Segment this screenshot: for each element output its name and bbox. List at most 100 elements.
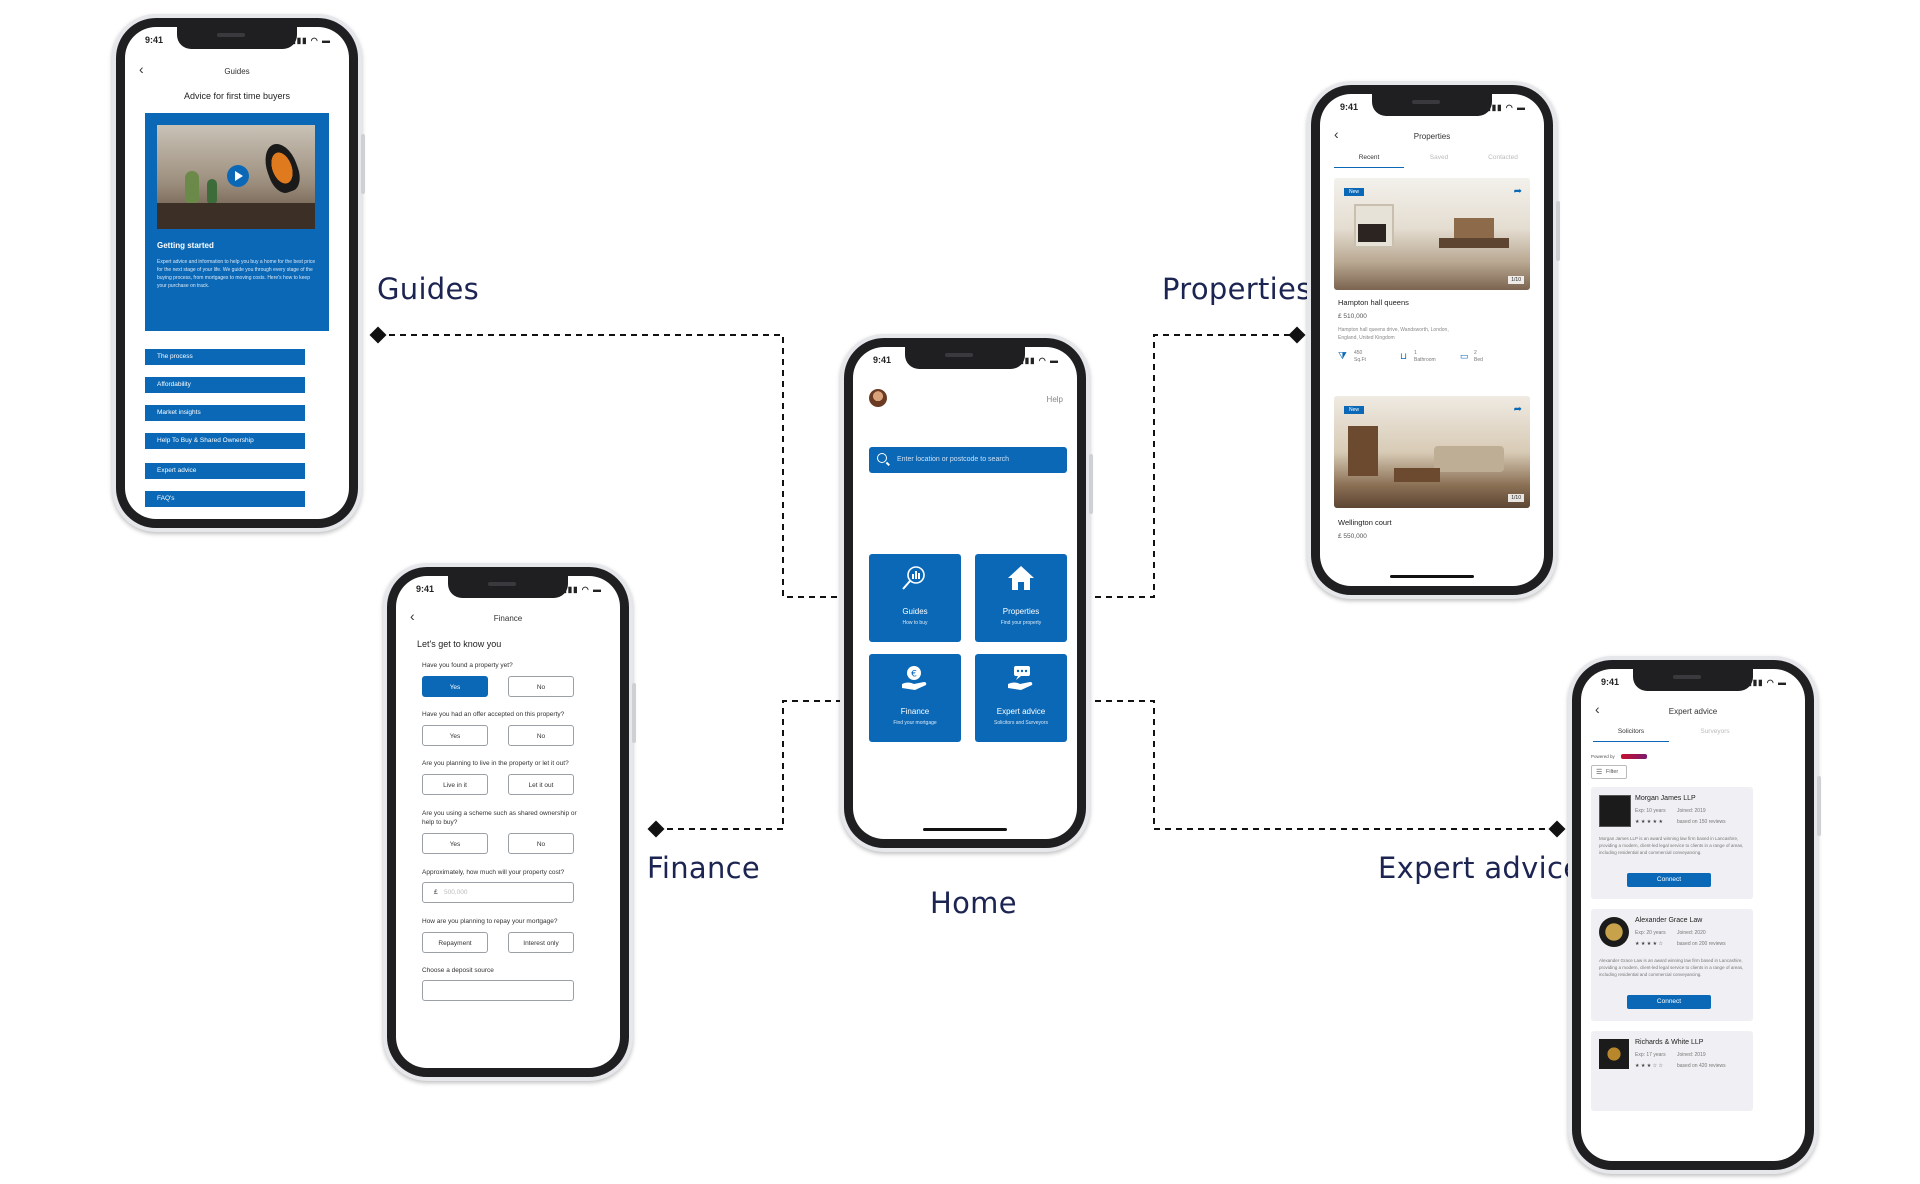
tab-solicitors[interactable]: Solicitors [1593,728,1669,742]
guides-phone: 9:41▮▮▮ ◠ ▬ ‹ Guides Advice for first ti… [112,14,365,532]
getting-started-card[interactable]: Getting started Expert advice and inform… [145,113,329,331]
menu-affordability[interactable]: Affordability [145,377,305,393]
label-properties: Properties [1162,272,1312,306]
connector-guides [378,334,880,598]
option-live-in-it[interactable]: Live in it [422,774,488,795]
home-indicator [1390,575,1474,578]
option-yes[interactable]: Yes [422,833,488,854]
menu-faqs[interactable]: FAQ's [145,491,305,507]
tile-properties[interactable]: Properties Find your property [975,554,1067,642]
question-found-property: Have you found a property yet? [422,662,513,669]
home-indicator [923,828,1007,831]
menu-help-to-buy[interactable]: Help To Buy & Shared Ownership [145,433,305,449]
menu-market-insights[interactable]: Market insights [145,405,305,421]
magnifier-chart-icon [902,566,925,590]
option-yes[interactable]: Yes [422,676,488,697]
listing-name[interactable]: Wellington court [1338,518,1392,527]
share-icon[interactable]: ➦ [1513,404,1522,415]
filter-icon: ☰ [1596,769,1603,776]
firm-card[interactable]: Alexander Grace Law Exp: 20 years Joined… [1591,909,1753,1021]
guides-title: Guides [224,67,250,76]
status-icons: ▮▮▮ ◠ ▬ [1486,103,1526,112]
home-screen: 9:41▮▮▮ ◠ ▬ Help Enter location or postc… [853,347,1077,839]
firm-logo [1599,1039,1629,1069]
tile-expert-advice[interactable]: Expert advice Solicitors and Surveyors [975,654,1067,742]
status-time: 9:41 [873,355,892,365]
connect-button[interactable]: Connect [1627,873,1711,887]
new-badge: New [1344,188,1365,196]
option-interest-only[interactable]: Interest only [508,932,574,953]
status-time: 9:41 [416,584,435,594]
firm-card[interactable]: Richards & White LLP Exp: 17 years Joine… [1591,1031,1753,1111]
back-chevron-icon[interactable]: ‹ [1595,701,1600,717]
firm-joined: Joined: 2020 [1677,930,1706,936]
search-placeholder: Enter location or postcode to search [897,456,1010,463]
filter-button[interactable]: ☰ Filter [1591,765,1627,779]
play-icon[interactable] [227,165,249,187]
filter-label: Filter [1606,769,1619,775]
question-scheme: Are you using a scheme such as shared ow… [422,810,577,826]
option-no[interactable]: No [508,833,574,854]
tab-contacted[interactable]: Contacted [1488,154,1518,161]
bed-icon: ▭ [1460,351,1469,361]
search-icon [877,453,887,463]
avatar[interactable] [869,389,887,407]
partner-logo [1621,754,1647,759]
firm-joined: Joined: 2019 [1677,808,1706,814]
option-no[interactable]: No [508,725,574,746]
cost-input[interactable]: £ 500,000 [422,882,574,903]
option-let-it-out[interactable]: Let it out [508,774,574,795]
tab-recent[interactable]: Recent [1334,154,1404,168]
option-no[interactable]: No [508,676,574,697]
firm-logo [1599,917,1629,947]
help-link[interactable]: Help [1046,395,1063,404]
expert-advice-phone: 9:41▮▮▮ ◠ ▬ ‹ Expert advice Solicitors S… [1568,656,1821,1174]
properties-screen: 9:41▮▮▮ ◠ ▬ ‹ Properties Recent Saved Co… [1320,94,1544,586]
tab-saved[interactable]: Saved [1429,154,1449,161]
back-chevron-icon[interactable]: ‹ [139,61,144,77]
properties-phone: 9:41▮▮▮ ◠ ▬ ‹ Properties Recent Saved Co… [1307,81,1560,599]
firm-card[interactable]: Morgan James LLP Exp: 10 years Joined: 2… [1591,787,1753,899]
tab-surveyors[interactable]: Surveyors [1700,728,1730,735]
tile-properties-subtitle: Find your property [1000,620,1042,626]
tile-expert-subtitle: Solicitors and Surveyors [994,720,1048,726]
option-yes[interactable]: Yes [422,725,488,746]
video-thumbnail[interactable] [157,125,315,229]
tile-finance[interactable]: € Finance Find your mortgage [869,654,961,742]
firm-reviews: based on 200 reviews [1677,941,1726,947]
sqft-icon: ⧩ [1338,351,1347,362]
firm-stars: ★ ★ ★ ★ ★ [1635,819,1663,825]
bed-unit: Bed [1474,357,1483,363]
expert-advice-screen: 9:41▮▮▮ ◠ ▬ ‹ Expert advice Solicitors S… [1581,669,1805,1161]
menu-expert-advice[interactable]: Expert advice [145,463,305,479]
tile-guides[interactable]: Guides How to buy [869,554,961,642]
listing-photo[interactable]: New ➦ 1/10 [1334,178,1530,290]
option-repayment[interactable]: Repayment [422,932,488,953]
status-icons: ▮▮▮ ◠ ▬ [1747,678,1787,687]
question-repay: How are you planning to repay your mortg… [422,918,558,925]
deposit-select[interactable] [422,980,574,1001]
firm-description: Morgan James LLP is an award winning law… [1599,836,1744,855]
tile-finance-title: Finance [900,707,930,716]
listing-name[interactable]: Hampton hall queens [1338,298,1409,307]
back-chevron-icon[interactable]: ‹ [410,608,415,624]
powered-by: Powered by [1591,754,1615,759]
guides-screen: 9:41▮▮▮ ◠ ▬ ‹ Guides Advice for first ti… [125,27,349,519]
firm-joined: Joined: 2019 [1677,1052,1706,1058]
search-input[interactable]: Enter location or postcode to search [869,447,1067,473]
cost-placeholder: 500,000 [444,889,468,896]
firm-exp: Exp: 20 years [1635,930,1666,936]
listing-photo[interactable]: New ➦ 1/10 [1334,396,1530,508]
label-finance: Finance [647,851,761,885]
share-icon[interactable]: ➦ [1513,186,1522,197]
tile-properties-title: Properties [1002,607,1040,616]
question-offer-accepted: Have you had an offer accepted on this p… [422,711,565,718]
svg-text:€: € [911,670,917,680]
finance-phone: 9:41▮▮▮ ◠ ▬ ‹ Finance Let's get to know … [383,563,636,1081]
photo-counter: 1/10 [1508,276,1524,284]
back-chevron-icon[interactable]: ‹ [1334,126,1339,142]
card-title: Getting started [157,241,214,250]
menu-the-process[interactable]: The process [145,349,305,365]
connect-button[interactable]: Connect [1627,995,1711,1009]
firm-exp: Exp: 17 years [1635,1052,1666,1058]
